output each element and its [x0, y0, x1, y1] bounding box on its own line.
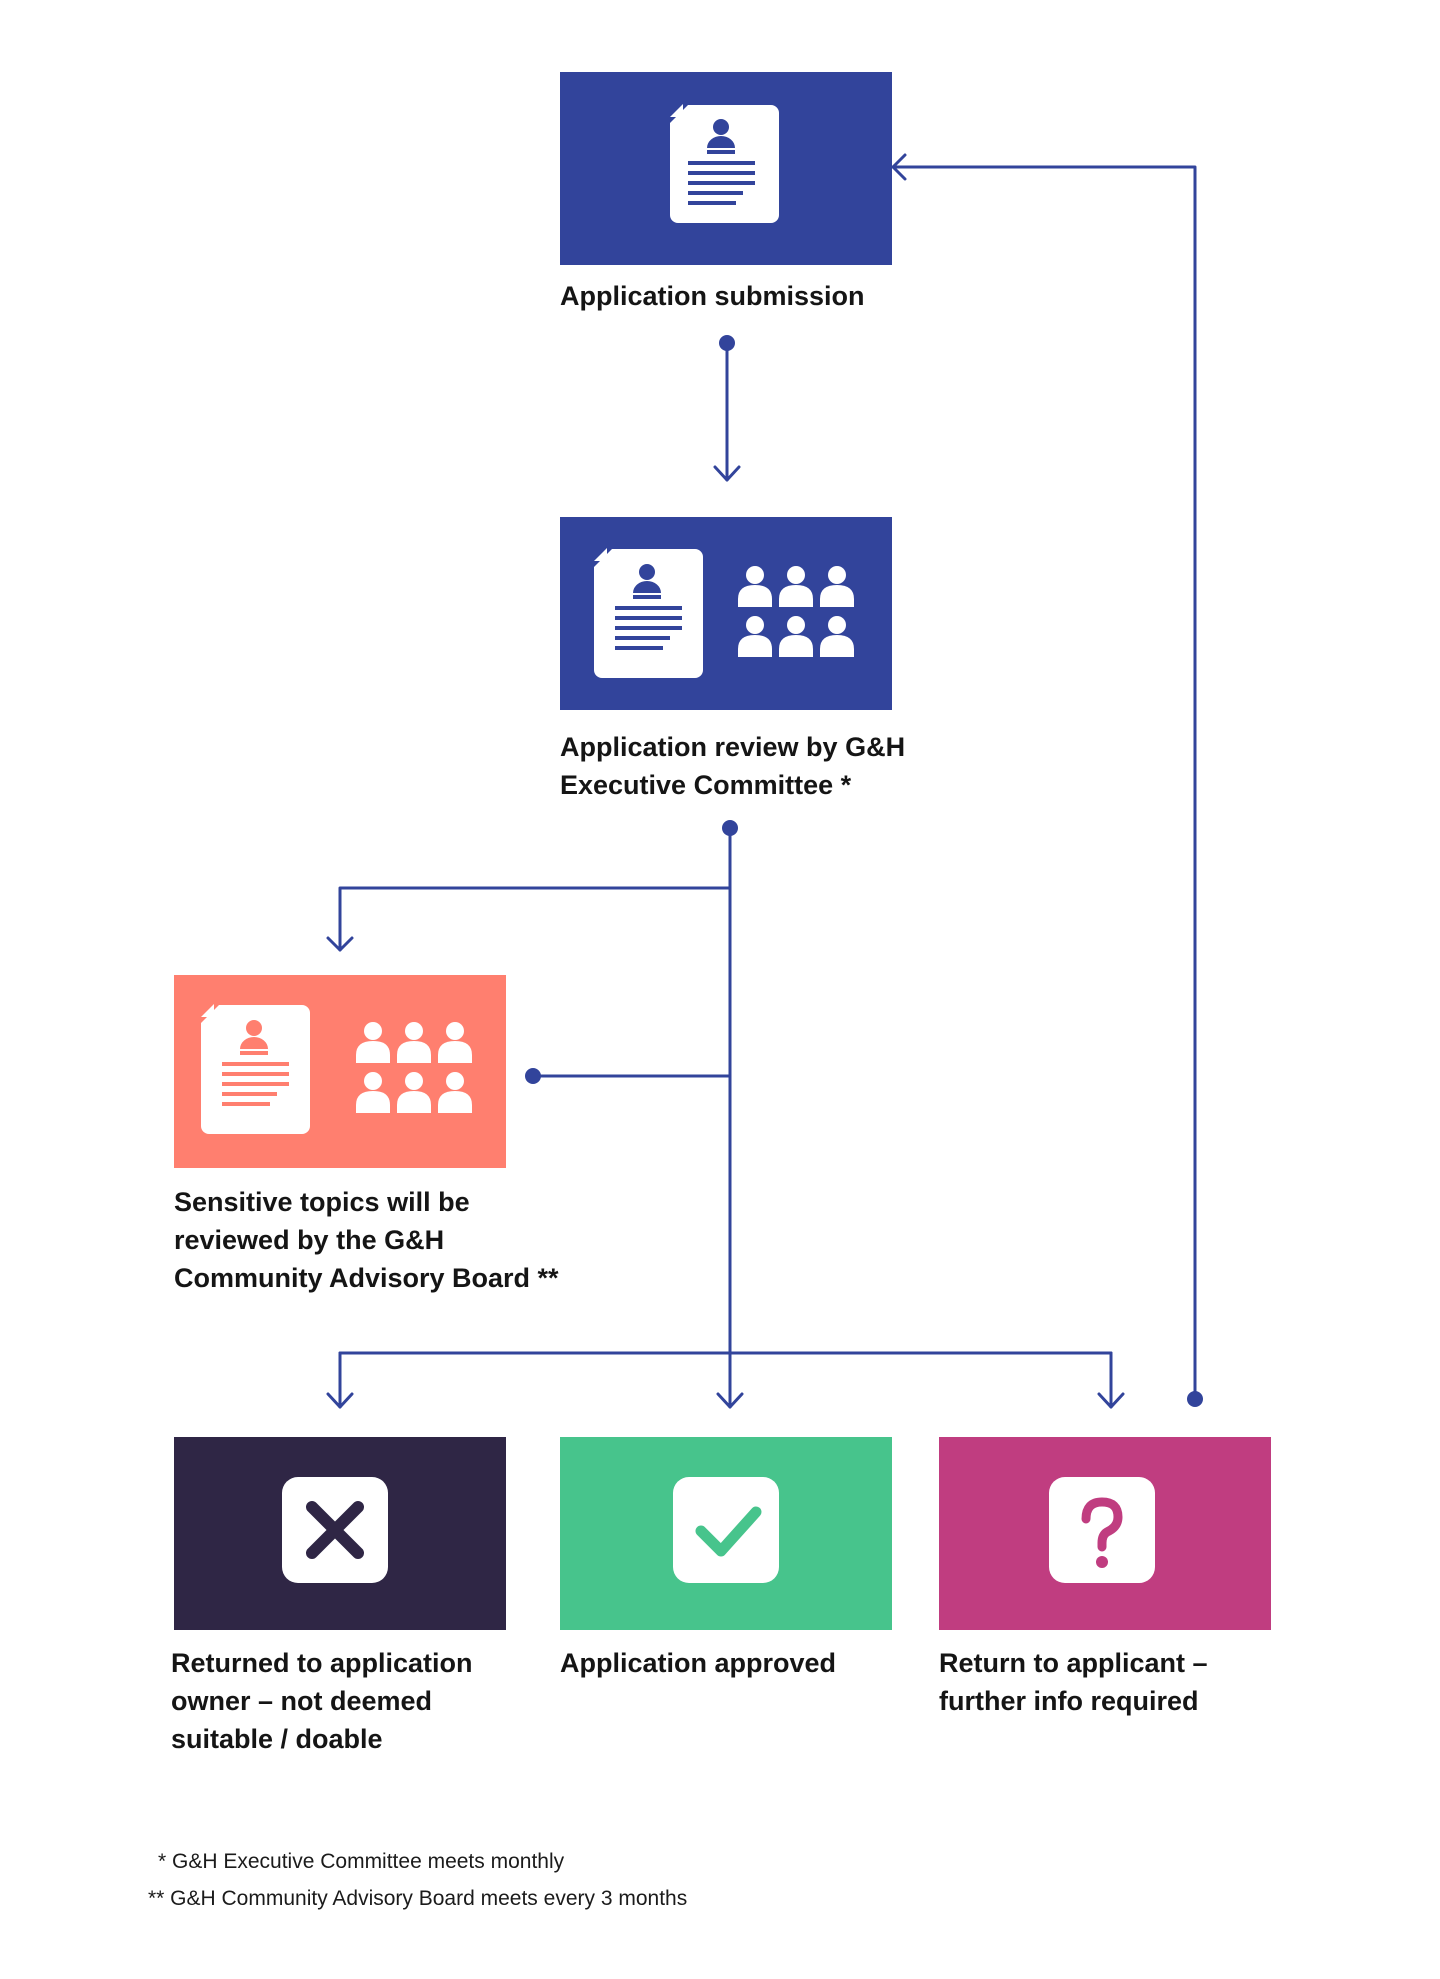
returned-label-line-1: Returned to application: [171, 1648, 473, 1678]
connector-info-to-submission: [891, 165, 1197, 1401]
sensitive-label-line-2: reviewed by the G&H: [174, 1225, 445, 1255]
returned-box: [174, 1437, 506, 1630]
connector-dot-submission: [719, 335, 735, 351]
info-required-label-line-1: Return to applicant –: [939, 1648, 1208, 1678]
review-label: Application review by G&H Executive Comm…: [560, 728, 905, 804]
sensitive-box: [174, 975, 506, 1168]
cross-icon: [282, 1477, 388, 1583]
info-required-box: [939, 1437, 1271, 1630]
arrowhead-approved: [716, 1392, 744, 1409]
review-label-line-1: Application review by G&H: [560, 732, 906, 762]
submission-box: [560, 72, 892, 265]
arrowhead-sensitive: [326, 936, 354, 952]
group-people-icon: [738, 566, 854, 657]
info-required-label-line-2: further info required: [939, 1686, 1199, 1716]
sensitive-label-line-1: Sensitive topics will be: [174, 1187, 470, 1217]
returned-label-line-2: owner – not deemed: [171, 1686, 433, 1716]
arrowhead-info: [1097, 1392, 1125, 1409]
review-box: [560, 517, 892, 710]
arrowhead-review: [713, 465, 741, 482]
approved-label: Application approved: [560, 1648, 837, 1678]
footnote-executive: * G&H Executive Committee meets monthly: [158, 1850, 565, 1873]
document-person-icon: [670, 104, 779, 223]
submission-label: Application submission: [560, 281, 865, 311]
arrowhead-submission: [891, 153, 907, 181]
sensitive-label: Sensitive topics will be reviewed by the…: [174, 1183, 559, 1297]
info-required-label: Return to applicant – further info requi…: [939, 1644, 1208, 1720]
review-label-line-2: Executive Committee *: [560, 770, 852, 800]
connector-dot-review: [722, 820, 738, 836]
connector-dot-info: [1187, 1391, 1203, 1407]
returned-label: Returned to application owner – not deem…: [171, 1644, 473, 1758]
connector-dot-sensitive: [525, 1068, 541, 1084]
connector-review-to-sensitive: [338, 886, 732, 952]
checkmark-icon: [673, 1477, 779, 1583]
footnote-advisory: ** G&H Community Advisory Board meets ev…: [148, 1887, 688, 1910]
document-person-icon: [201, 1004, 310, 1134]
returned-label-line-3: suitable / doable: [171, 1724, 383, 1754]
document-person-icon: [594, 548, 703, 678]
arrowhead-returned: [326, 1392, 354, 1409]
question-mark-icon: [1049, 1477, 1155, 1583]
sensitive-label-line-3: Community Advisory Board **: [174, 1263, 559, 1293]
group-people-icon: [356, 1022, 472, 1113]
approved-box: [560, 1437, 892, 1630]
